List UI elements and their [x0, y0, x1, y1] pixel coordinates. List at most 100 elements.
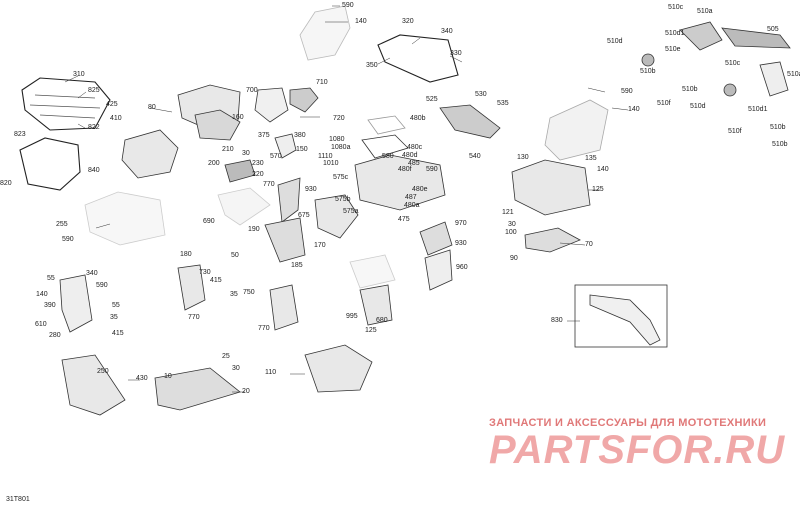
part-callout-label: 55 — [47, 275, 55, 282]
part-callout-label: 590 — [96, 282, 108, 289]
part-callout-label: 1010 — [323, 160, 339, 167]
part-callout-label: 110 — [265, 369, 277, 376]
part-callout-label: 1080a — [331, 144, 351, 151]
part-callout-label: 820 — [0, 180, 12, 187]
part-callout-label: 380 — [294, 132, 306, 139]
panel-960 — [424, 249, 453, 291]
lid-480b — [367, 115, 406, 135]
console-part — [354, 154, 446, 211]
part-callout-label: 170 — [314, 242, 326, 249]
part-callout-label: 530 — [475, 91, 487, 98]
part-callout-label: 340 — [441, 28, 453, 35]
part-callout-label: 480d — [402, 152, 418, 159]
light-510a — [679, 21, 723, 51]
panel-170 — [264, 217, 306, 263]
part-callout-label: 410 — [110, 115, 122, 122]
part-callout-label: 700 — [246, 87, 258, 94]
part-callout-label: 55 — [112, 302, 120, 309]
part-callout-label: 840 — [88, 167, 100, 174]
fender-part — [299, 5, 351, 61]
part-callout-label: 330 — [450, 50, 462, 57]
part-callout-label: 540 — [469, 153, 481, 160]
handle-525 — [439, 104, 501, 139]
part-callout-label: 575b — [335, 196, 351, 203]
part-callout-label: 525 — [426, 96, 438, 103]
part-callout-label: 510b — [772, 141, 788, 148]
part-callout-label: 480a — [404, 202, 420, 209]
part-callout-label: 930 — [305, 186, 317, 193]
part-callout-label: 185 — [291, 262, 303, 269]
part-callout-label: 822 — [88, 124, 100, 131]
part-callout-label: 35 — [110, 314, 118, 321]
part-callout-label: 505 — [767, 26, 779, 33]
part-callout-label: 475 — [398, 216, 410, 223]
front-fender-part — [84, 191, 166, 246]
part-callout-label: 580 — [382, 153, 394, 160]
bar-505 — [721, 27, 791, 49]
front-rack-part — [21, 77, 111, 131]
part-callout-label: 30 — [242, 150, 250, 157]
part-callout-label: 135 — [585, 155, 597, 162]
part-callout-label: 680 — [376, 317, 388, 324]
panel-730 — [177, 264, 206, 311]
part-callout-label: 590 — [621, 88, 633, 95]
part-callout-label: 770 — [263, 181, 275, 188]
part-700 — [254, 87, 289, 123]
part-callout-label: 10 — [164, 373, 172, 380]
part-callout-label: 675 — [298, 212, 310, 219]
part-callout-label: 140 — [597, 166, 609, 173]
part-callout-label: 510a — [697, 8, 713, 15]
part-callout-label: 150 — [296, 146, 308, 153]
panel-250 — [61, 354, 126, 416]
panel-faint — [349, 254, 396, 289]
part-callout-label: 487 — [405, 194, 417, 201]
part-callout-label: 510d — [607, 38, 623, 45]
part-callout-label: 180 — [180, 251, 192, 258]
part-callout-label: 160 — [232, 114, 244, 121]
bracket-left — [59, 274, 93, 333]
part-callout-label: 190 — [248, 226, 260, 233]
part-callout-label: 830 — [551, 317, 563, 324]
part-callout-label: 130 — [517, 154, 529, 161]
rear-panel-590 — [544, 99, 609, 161]
part-callout-label: 510a — [787, 71, 800, 78]
part-callout-label: 430 — [136, 375, 148, 382]
part-callout-label: 575c — [333, 174, 349, 181]
part-callout-label: 995 — [346, 313, 358, 320]
part-710 — [289, 87, 319, 113]
part-callout-label: 480e — [412, 186, 428, 193]
part-callout-label: 415 — [112, 330, 124, 337]
part-callout-label: 230 — [252, 160, 264, 167]
part-callout-label: 750 — [243, 289, 255, 296]
part-callout-label: 425 — [106, 101, 118, 108]
part-callout-label: 350 — [366, 62, 378, 69]
part-callout-label: 125 — [365, 327, 377, 334]
part-callout-label: 140 — [355, 18, 367, 25]
part-callout-label: 610 — [35, 321, 47, 328]
bumper-part — [19, 137, 81, 191]
part-callout-label: 80 — [148, 104, 156, 111]
diagram-code: 31T801 — [6, 496, 30, 503]
part-callout-label: 770 — [258, 325, 270, 332]
part-callout-label: 510d — [690, 103, 706, 110]
panel-750 — [269, 284, 299, 331]
part-callout-label: 930 — [455, 240, 467, 247]
part-380 — [274, 133, 297, 159]
part-callout-label: 121 — [502, 209, 514, 216]
part-230 — [224, 159, 256, 183]
part-callout-label: 415 — [210, 277, 222, 284]
part-callout-label: 50 — [231, 252, 239, 259]
part-callout-label: 590 — [342, 2, 354, 9]
part-callout-label: 510f — [728, 128, 742, 135]
part-callout-label: 710 — [316, 79, 328, 86]
part-callout-label: 570 — [270, 153, 282, 160]
part-callout-label: 250 — [97, 368, 109, 375]
part-callout-label: 690 — [203, 218, 215, 225]
part-callout-label: 210 — [222, 146, 234, 153]
part-callout-label: 535 — [497, 100, 509, 107]
part-callout-label: 255 — [56, 221, 68, 228]
part-callout-label: 480b — [410, 115, 426, 122]
part-callout-label: 320 — [402, 18, 414, 25]
part-callout-label: 510b — [770, 124, 786, 131]
